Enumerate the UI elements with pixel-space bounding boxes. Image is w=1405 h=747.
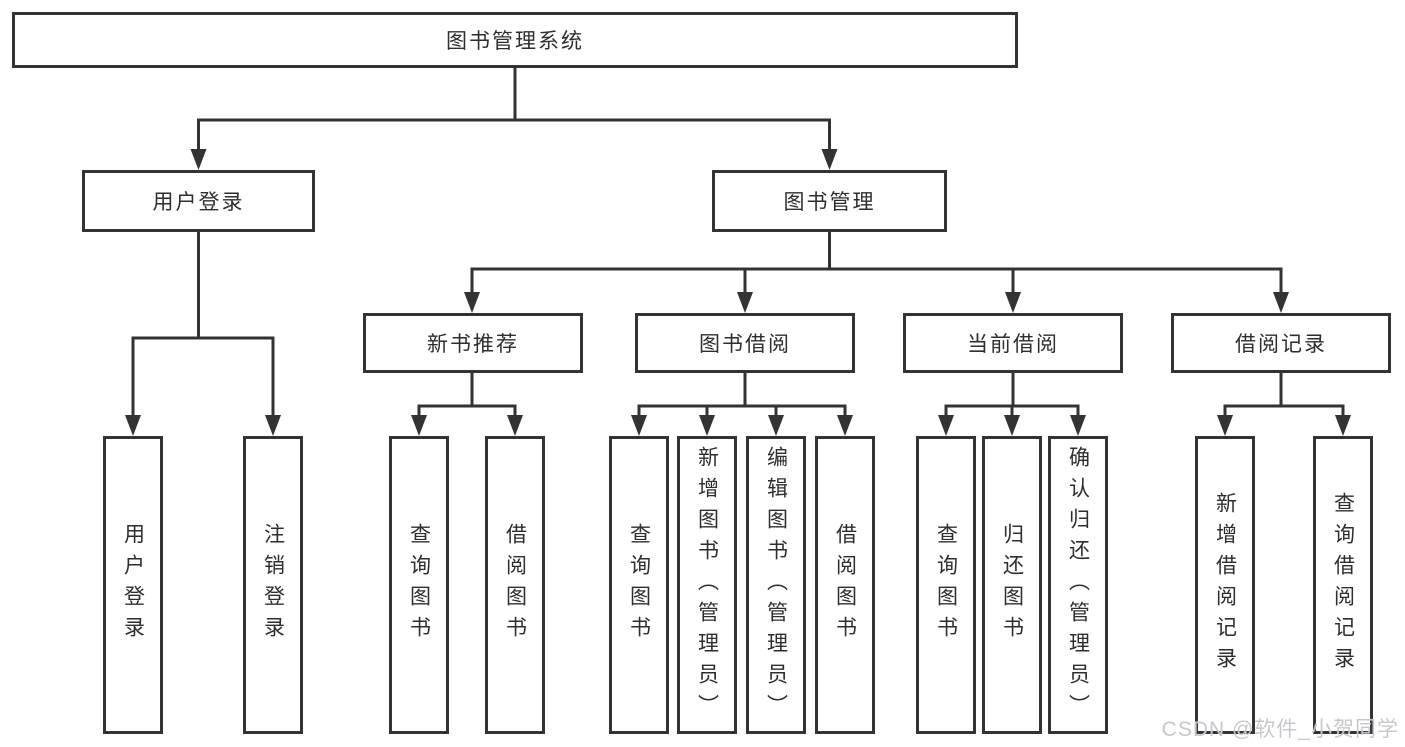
node-label: 查询图书 <box>407 523 431 647</box>
node-query-books-current: 查询图书 <box>916 436 976 734</box>
csdn-watermark: CSDN @软件_小贺同学 <box>1161 718 1399 741</box>
node-label: 借阅记录 <box>1235 333 1327 356</box>
node-library-management-system: 图书管理系统 <box>12 12 1018 68</box>
node-current-borrowing: 当前借阅 <box>903 313 1123 373</box>
node-label: 当前借阅 <box>967 333 1059 356</box>
node-query-books-recommend: 查询图书 <box>389 436 449 734</box>
node-label: 确认归还（管理员） <box>1066 445 1090 725</box>
node-label: 新书推荐 <box>427 333 519 356</box>
node-query-borrow-record: 查询借阅记录 <box>1313 436 1373 734</box>
node-confirm-return-admin: 确认归还（管理员） <box>1048 436 1108 734</box>
node-label: 注销登录 <box>261 523 285 647</box>
node-label: 用户登录 <box>152 191 245 214</box>
node-book-management: 图书管理 <box>712 170 947 232</box>
node-label: 查询图书 <box>934 523 958 647</box>
node-label: 新增图书（管理员） <box>695 445 719 725</box>
node-return-books: 归还图书 <box>982 436 1042 734</box>
node-borrow-books-leaf: 借阅图书 <box>815 436 875 734</box>
node-label: 查询图书 <box>627 523 651 647</box>
node-borrowing-records: 借阅记录 <box>1171 313 1391 373</box>
node-new-book-recommendation: 新书推荐 <box>363 313 583 373</box>
node-borrow-books-recommend: 借阅图书 <box>485 436 545 734</box>
node-label: 归还图书 <box>1000 523 1024 647</box>
node-user-login-leaf: 用户登录 <box>103 436 163 734</box>
node-add-books-admin: 新增图书（管理员） <box>677 436 737 734</box>
node-book-borrowing: 图书借阅 <box>635 313 855 373</box>
node-query-books-borrow: 查询图书 <box>609 436 669 734</box>
node-label: 查询借阅记录 <box>1331 492 1355 678</box>
node-edit-books-admin: 编辑图书（管理员） <box>746 436 806 734</box>
node-label: 新增借阅记录 <box>1213 492 1237 678</box>
node-label: 编辑图书（管理员） <box>764 445 788 725</box>
node-label: 用户登录 <box>121 523 145 647</box>
node-logout-leaf: 注销登录 <box>243 436 303 734</box>
node-add-borrow-record: 新增借阅记录 <box>1195 436 1255 734</box>
node-label: 图书管理系统 <box>446 30 584 53</box>
node-label: 借阅图书 <box>833 523 857 647</box>
node-label: 图书借阅 <box>699 333 791 356</box>
node-label: 图书管理 <box>783 191 876 214</box>
node-user-login-branch: 用户登录 <box>82 170 315 232</box>
node-label: 借阅图书 <box>503 523 527 647</box>
